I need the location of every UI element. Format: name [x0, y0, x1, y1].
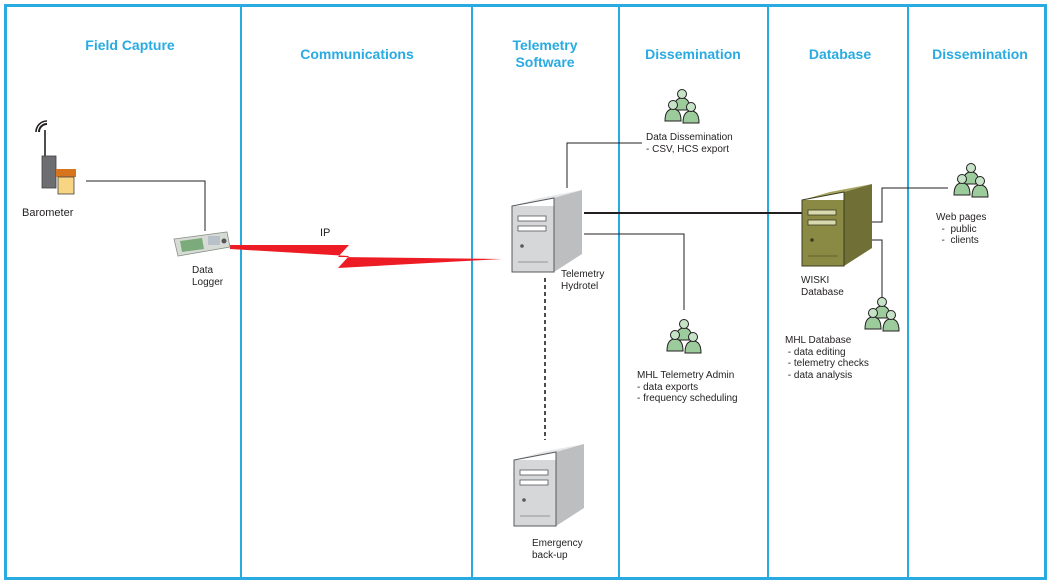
column-header-communications: Communications — [300, 46, 414, 62]
backup-server-icon — [513, 444, 584, 527]
data-logger-label: Data Logger — [192, 265, 224, 288]
data-logger-icon — [173, 231, 231, 257]
hydrotel-dissemination-link — [566, 142, 642, 188]
barometer-logger-link — [86, 180, 206, 231]
user-group-icon — [664, 89, 700, 124]
mhl-telemetry-admin-label: MHL Telemetry Admin - data exports - fre… — [637, 370, 738, 404]
column-divider — [471, 4, 473, 580]
user-group-icon — [666, 319, 702, 354]
column-header-field-capture: Field Capture — [85, 37, 175, 53]
column-header-dissemination: Dissemination — [645, 46, 741, 62]
barometer-icon — [35, 120, 76, 195]
column-header-dissemination-web: Dissemination — [932, 46, 1028, 62]
column-divider — [240, 4, 242, 580]
telemetry-hydrotel-label: Telemetry Hydrotel — [561, 269, 605, 292]
hydrotel-admin-link — [584, 233, 685, 310]
barometer-label: Barometer — [22, 207, 74, 219]
ip-label: IP — [320, 227, 331, 239]
column-divider — [618, 4, 620, 580]
mhl-database-label: MHL Database - data editing - telemetry … — [785, 335, 869, 381]
wiski-webpages-link — [868, 187, 948, 223]
column-header-telemetry-software: Telemetry Software — [512, 37, 578, 70]
diagram-frame — [4, 4, 1047, 580]
web-pages-label: Web pages - public - clients — [936, 212, 987, 246]
wiski-database-label: WISKI Database — [801, 275, 844, 298]
column-header-database: Database — [808, 46, 872, 62]
ip-link — [230, 245, 502, 268]
user-group-icon — [864, 297, 900, 332]
telemetry-server-icon — [511, 190, 582, 273]
wiski-mhl-link — [868, 239, 883, 300]
column-divider — [907, 4, 909, 580]
column-divider — [767, 4, 769, 580]
wiski-database-icon — [801, 184, 872, 267]
emergency-backup-label: Emergency back-up — [532, 538, 583, 561]
user-group-icon — [953, 163, 989, 198]
data-dissemination-label: Data Dissemination - CSV, HCS export — [646, 132, 733, 155]
